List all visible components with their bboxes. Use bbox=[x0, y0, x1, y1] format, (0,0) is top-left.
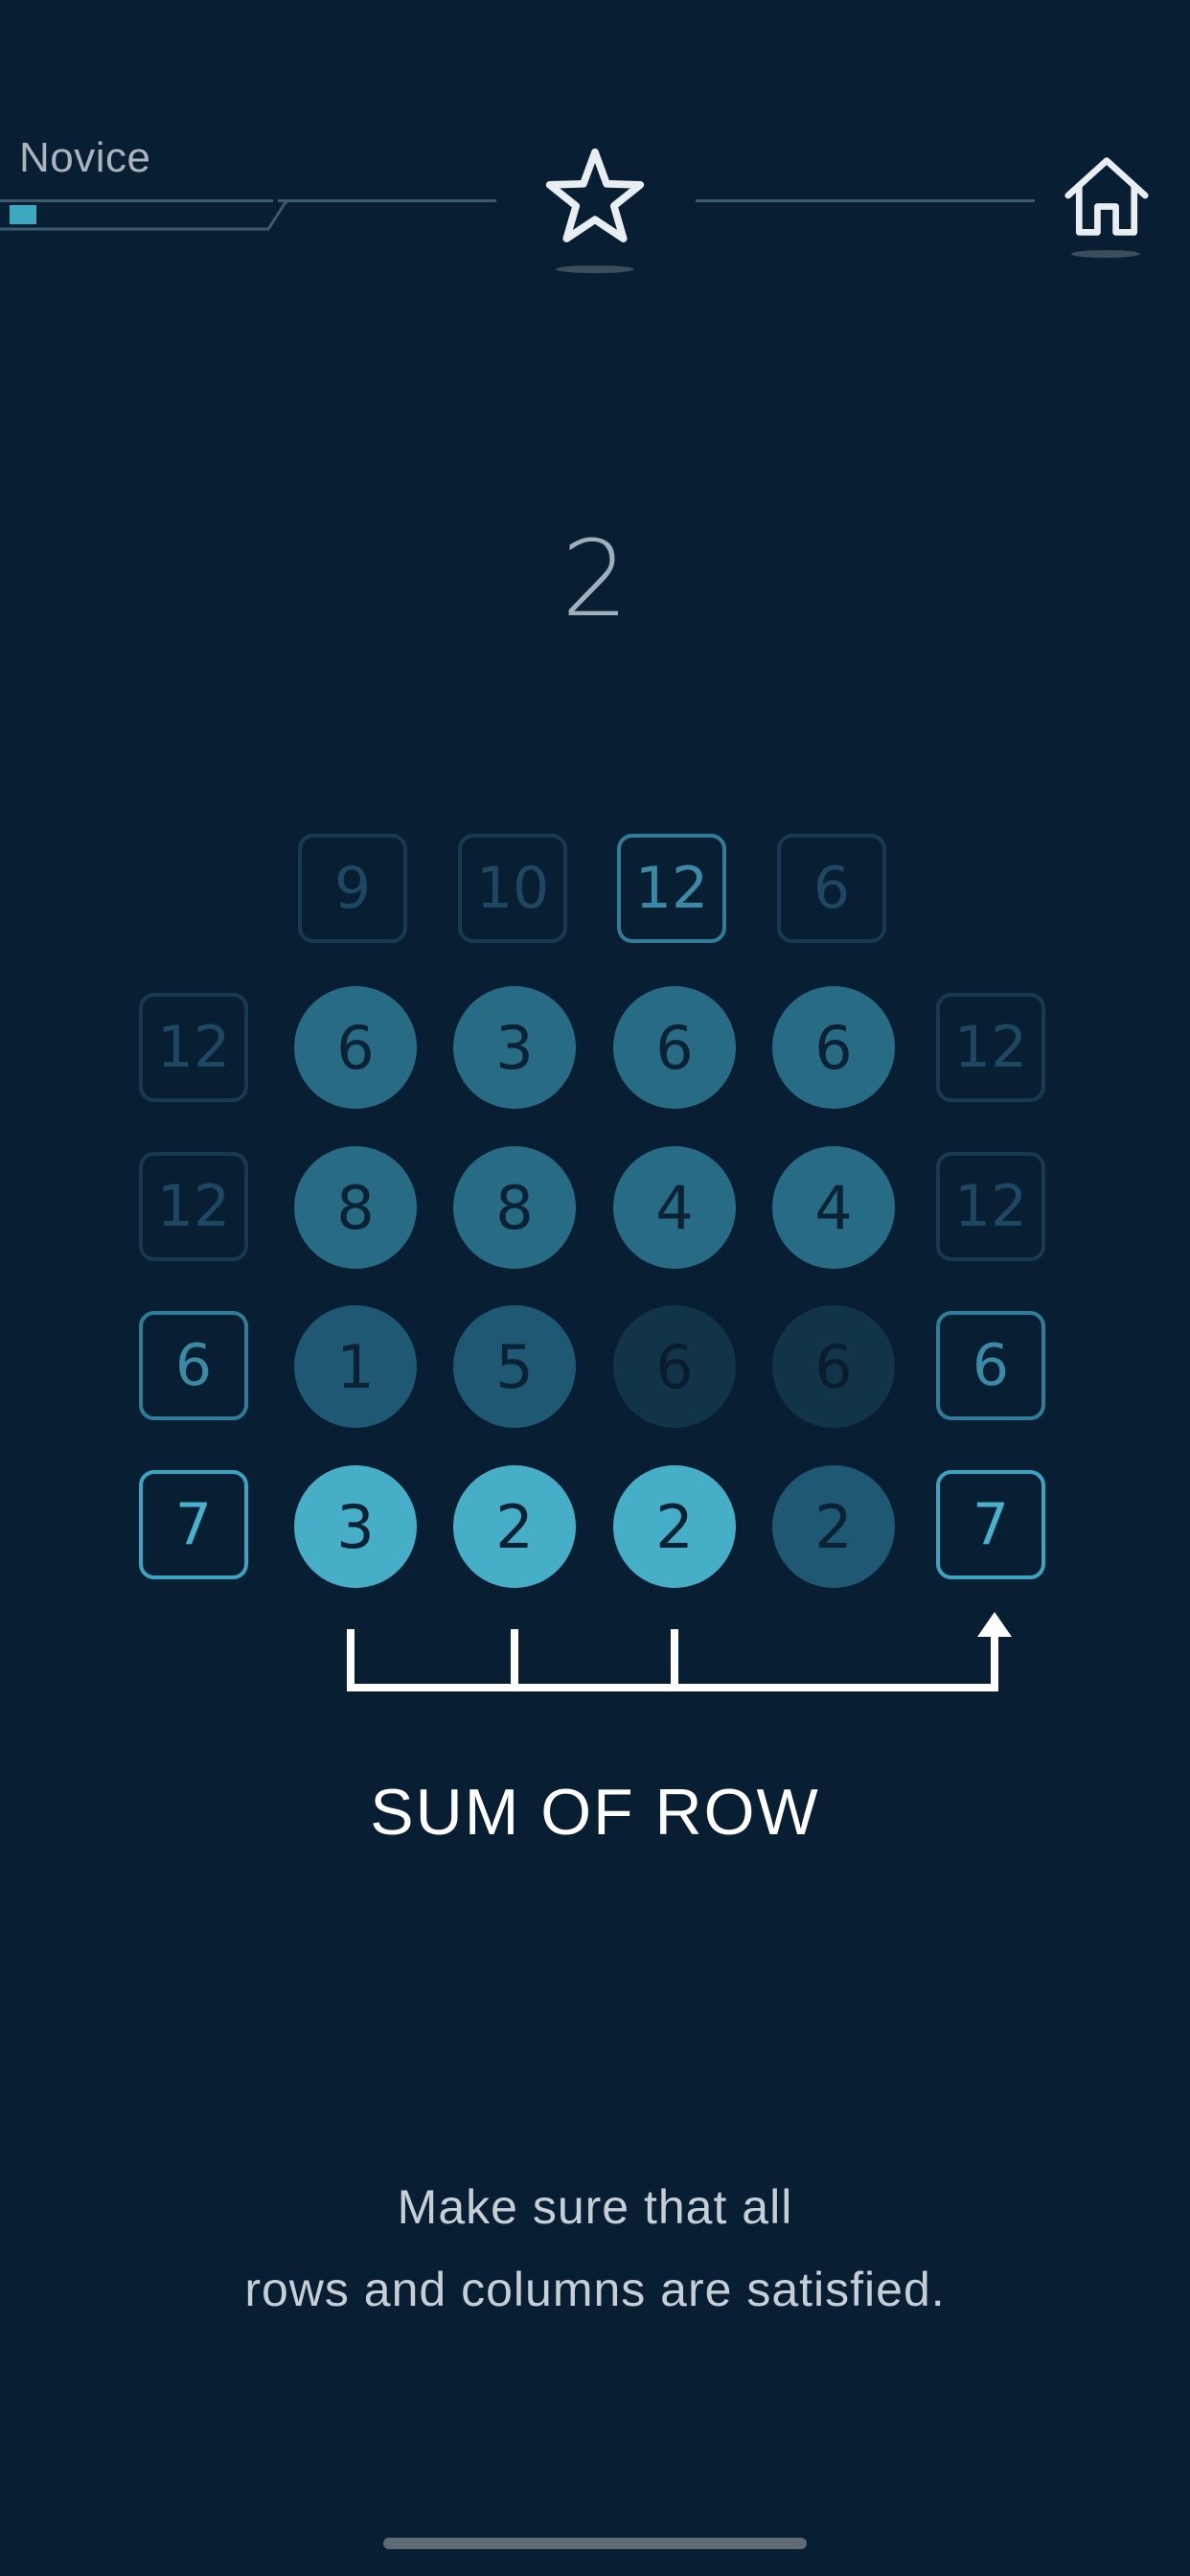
progress-track-angle bbox=[0, 200, 287, 231]
rank-progress-fill bbox=[10, 205, 36, 224]
instructions-line-2: rows and columns are satisfied. bbox=[244, 2263, 946, 2316]
home-button-shadow bbox=[1071, 250, 1140, 258]
grid-cell[interactable]: 1 bbox=[294, 1305, 417, 1428]
row-clue-right: 6 bbox=[936, 1311, 1045, 1420]
bracket-tick bbox=[511, 1629, 518, 1691]
grid-cell[interactable]: 6 bbox=[613, 1305, 736, 1428]
row-clue-right: 12 bbox=[936, 1152, 1045, 1261]
grid-cell[interactable]: 8 bbox=[294, 1146, 417, 1269]
column-clue: 9 bbox=[298, 834, 407, 943]
grid-cell[interactable]: 8 bbox=[453, 1146, 576, 1269]
column-clue: 6 bbox=[777, 834, 886, 943]
favorite-button-shadow bbox=[556, 265, 634, 273]
column-clue: 12 bbox=[617, 834, 726, 943]
bracket-tick bbox=[671, 1629, 678, 1691]
grid-cell[interactable]: 2 bbox=[453, 1465, 576, 1588]
progress-track bbox=[0, 199, 273, 202]
column-clue: 10 bbox=[458, 834, 567, 943]
grid-cell[interactable]: 6 bbox=[772, 986, 895, 1109]
home-button[interactable] bbox=[1054, 149, 1159, 244]
grid-cell[interactable]: 6 bbox=[772, 1305, 895, 1428]
level-number: 2 bbox=[561, 518, 629, 640]
bracket-arrow-shaft bbox=[991, 1629, 998, 1691]
row-clue-left: 6 bbox=[139, 1311, 248, 1420]
arrow-up-icon bbox=[977, 1612, 1012, 1637]
favorite-button[interactable] bbox=[537, 139, 653, 254]
row-clue-left: 12 bbox=[139, 1152, 248, 1261]
grid-cell[interactable]: 5 bbox=[453, 1305, 576, 1428]
rank-label: Novice bbox=[19, 134, 151, 181]
grid-cell[interactable]: 6 bbox=[294, 986, 417, 1109]
grid-cell[interactable]: 2 bbox=[613, 1465, 736, 1588]
home-icon bbox=[1064, 157, 1149, 236]
grid-cell[interactable]: 3 bbox=[294, 1465, 417, 1588]
row-clue-right: 7 bbox=[936, 1470, 1045, 1579]
home-indicator-bar[interactable] bbox=[383, 2538, 807, 2549]
grid-cell[interactable]: 2 bbox=[772, 1465, 895, 1588]
row-clue-right: 12 bbox=[936, 993, 1045, 1102]
grid-cell[interactable]: 4 bbox=[772, 1146, 895, 1269]
grid-cell[interactable]: 3 bbox=[453, 986, 576, 1109]
grid-cell[interactable]: 6 bbox=[613, 986, 736, 1109]
star-icon bbox=[545, 148, 645, 242]
instructions-line-1: Make sure that all bbox=[397, 2180, 793, 2234]
instructions: Make sure that all rows and columns are … bbox=[0, 2166, 1190, 2331]
grid-cell[interactable]: 4 bbox=[613, 1146, 736, 1269]
row-clue-left: 12 bbox=[139, 993, 248, 1102]
header-divider-right bbox=[696, 199, 1035, 202]
row-clue-left: 7 bbox=[139, 1470, 248, 1579]
hint-title: SUM OF ROW bbox=[370, 1776, 820, 1849]
puzzle-grid: 9 10 12 6 12 6 3 6 6 12 12 8 8 4 4 12 6 … bbox=[139, 834, 1045, 1588]
header-divider-left bbox=[278, 199, 496, 202]
bracket-tick bbox=[347, 1629, 355, 1691]
